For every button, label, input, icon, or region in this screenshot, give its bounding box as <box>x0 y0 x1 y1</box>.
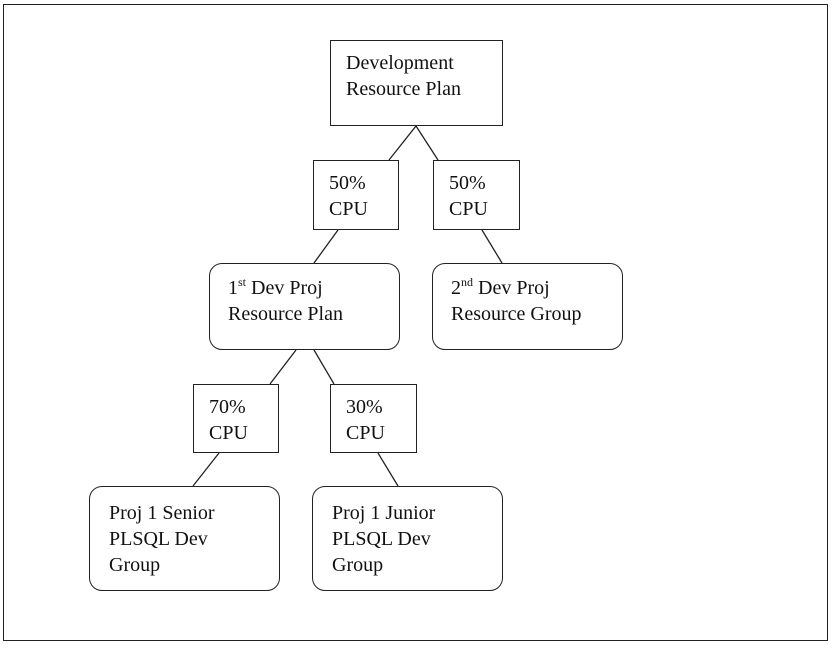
node-second-dev-proj-resource-group: 2nd Dev Proj Resource Group <box>432 263 623 350</box>
node-label: Proj 1 Senior <box>109 502 215 524</box>
node-label: Group <box>109 554 161 576</box>
node-development-resource-plan: Development Resource Plan <box>330 40 503 126</box>
node-label-rest: Dev Proj <box>473 277 550 299</box>
connector-cpu-c-to-senior <box>192 452 220 487</box>
connector-root-to-cpu-b <box>415 125 439 161</box>
node-label: 2nd Dev Proj <box>451 275 622 301</box>
node-proj1-senior-plsql-dev-group: Proj 1 Senior PLSQL Dev Group <box>89 486 280 591</box>
node-cpu-directive-50-a: 50% CPU <box>313 160 399 230</box>
node-label: Proj 1 Junior <box>332 502 436 524</box>
node-proj1-junior-plsql-dev-group: Proj 1 Junior PLSQL Dev Group <box>312 486 503 591</box>
node-label-rest: Dev Proj <box>246 277 323 299</box>
node-cpu-directive-50-b: 50% CPU <box>433 160 520 230</box>
connector-cpu-d-to-junior <box>377 452 399 487</box>
node-label: PLSQL Dev <box>109 528 208 550</box>
ordinal-suffix: nd <box>461 275 473 289</box>
node-first-dev-proj-resource-plan: 1st Dev Proj Resource Plan <box>209 263 400 350</box>
connector-plan1-to-cpu-c <box>269 349 297 385</box>
connector-cpu-b-to-group2 <box>481 229 503 264</box>
directive-percent: 50% <box>449 172 486 194</box>
ordinal-number: 2 <box>451 277 461 299</box>
node-label: Group <box>332 554 384 576</box>
connector-cpu-a-to-plan1 <box>313 229 339 264</box>
directive-resource: CPU <box>449 198 488 220</box>
ordinal-number: 1 <box>228 277 238 299</box>
node-label: Development <box>346 52 454 74</box>
node-label: Resource Plan <box>228 303 343 325</box>
node-label: Resource Group <box>451 303 582 325</box>
connector-plan1-to-cpu-d <box>313 349 335 385</box>
node-cpu-directive-70: 70% CPU <box>193 384 279 453</box>
ordinal-suffix: st <box>238 275 247 289</box>
directive-percent: 30% <box>346 396 383 418</box>
directive-resource: CPU <box>346 422 385 444</box>
directive-resource: CPU <box>329 198 368 220</box>
node-cpu-directive-30: 30% CPU <box>330 384 417 453</box>
node-label: 1st Dev Proj <box>228 275 399 301</box>
node-label: PLSQL Dev <box>332 528 431 550</box>
diagram-frame <box>3 4 828 641</box>
directive-resource: CPU <box>209 422 248 444</box>
node-label: Resource Plan <box>346 78 461 100</box>
connector-root-to-cpu-a <box>388 125 417 161</box>
directive-percent: 50% <box>329 172 366 194</box>
directive-percent: 70% <box>209 396 246 418</box>
